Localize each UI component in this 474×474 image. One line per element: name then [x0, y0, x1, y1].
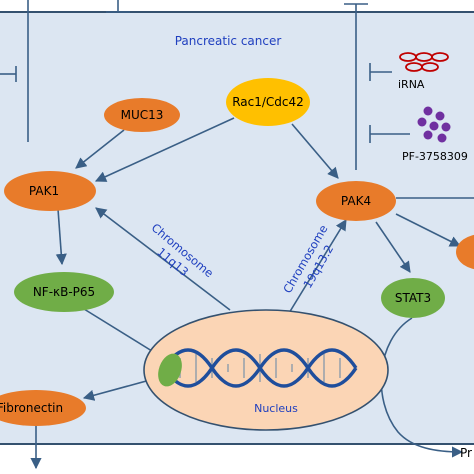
arrow-rac-pak4 [291, 123, 339, 179]
arrow-pak4-stat3 [375, 221, 411, 273]
svg-text:Fibronectin: Fibronectin [0, 401, 63, 415]
arrow-pak1-nfkb [55, 208, 67, 266]
node-pak1: PAK1 [4, 171, 96, 211]
arrow-pak4-right-node [395, 213, 462, 247]
arrow-nfkb-nucleus [83, 308, 161, 357]
pf-icon [417, 106, 451, 143]
svg-text:NF-κB-P65: NF-κB-P65 [33, 285, 95, 299]
node-nfkb-p65: NF-κB-P65 [14, 272, 114, 312]
arrow-stat3-curve [380, 317, 464, 458]
node-muc13: MUC13 [104, 98, 180, 132]
nucleus-label: Nucleus [254, 402, 298, 415]
diagram-title: Pancreatic cancer [175, 34, 282, 48]
node-rac1-cdc42: Rac1/Cdc42 [226, 78, 310, 126]
arrow-nucleus-fibronectin [82, 379, 151, 401]
arrow-nucleus-pak1 [95, 207, 231, 311]
nucleus [143, 309, 389, 431]
irna-icon [399, 52, 449, 72]
pf-label: PF-3758309 [402, 150, 468, 163]
arrow-rac-pak1 [94, 117, 235, 182]
edge-text-partial: Pr [460, 446, 472, 460]
arrow-nucleus-pak4 [285, 219, 347, 319]
nfkb-nuclear-marker [158, 353, 182, 387]
svg-text:STAT3: STAT3 [395, 291, 431, 305]
svg-text:PAK1: PAK1 [29, 184, 59, 198]
node-stat3: STAT3 [381, 278, 445, 318]
node-fibronectin: Fibronectin [0, 390, 86, 426]
svg-text:PAK4: PAK4 [341, 194, 371, 208]
svg-text:MUC13: MUC13 [121, 108, 164, 122]
node-right-partial [456, 234, 474, 270]
svg-text:Rac1/Cdc42: Rac1/Cdc42 [232, 95, 304, 109]
irna-label: iRNA [398, 78, 425, 91]
node-pak4: PAK4 [316, 181, 396, 221]
arrow-muc13-pak1 [75, 129, 125, 169]
